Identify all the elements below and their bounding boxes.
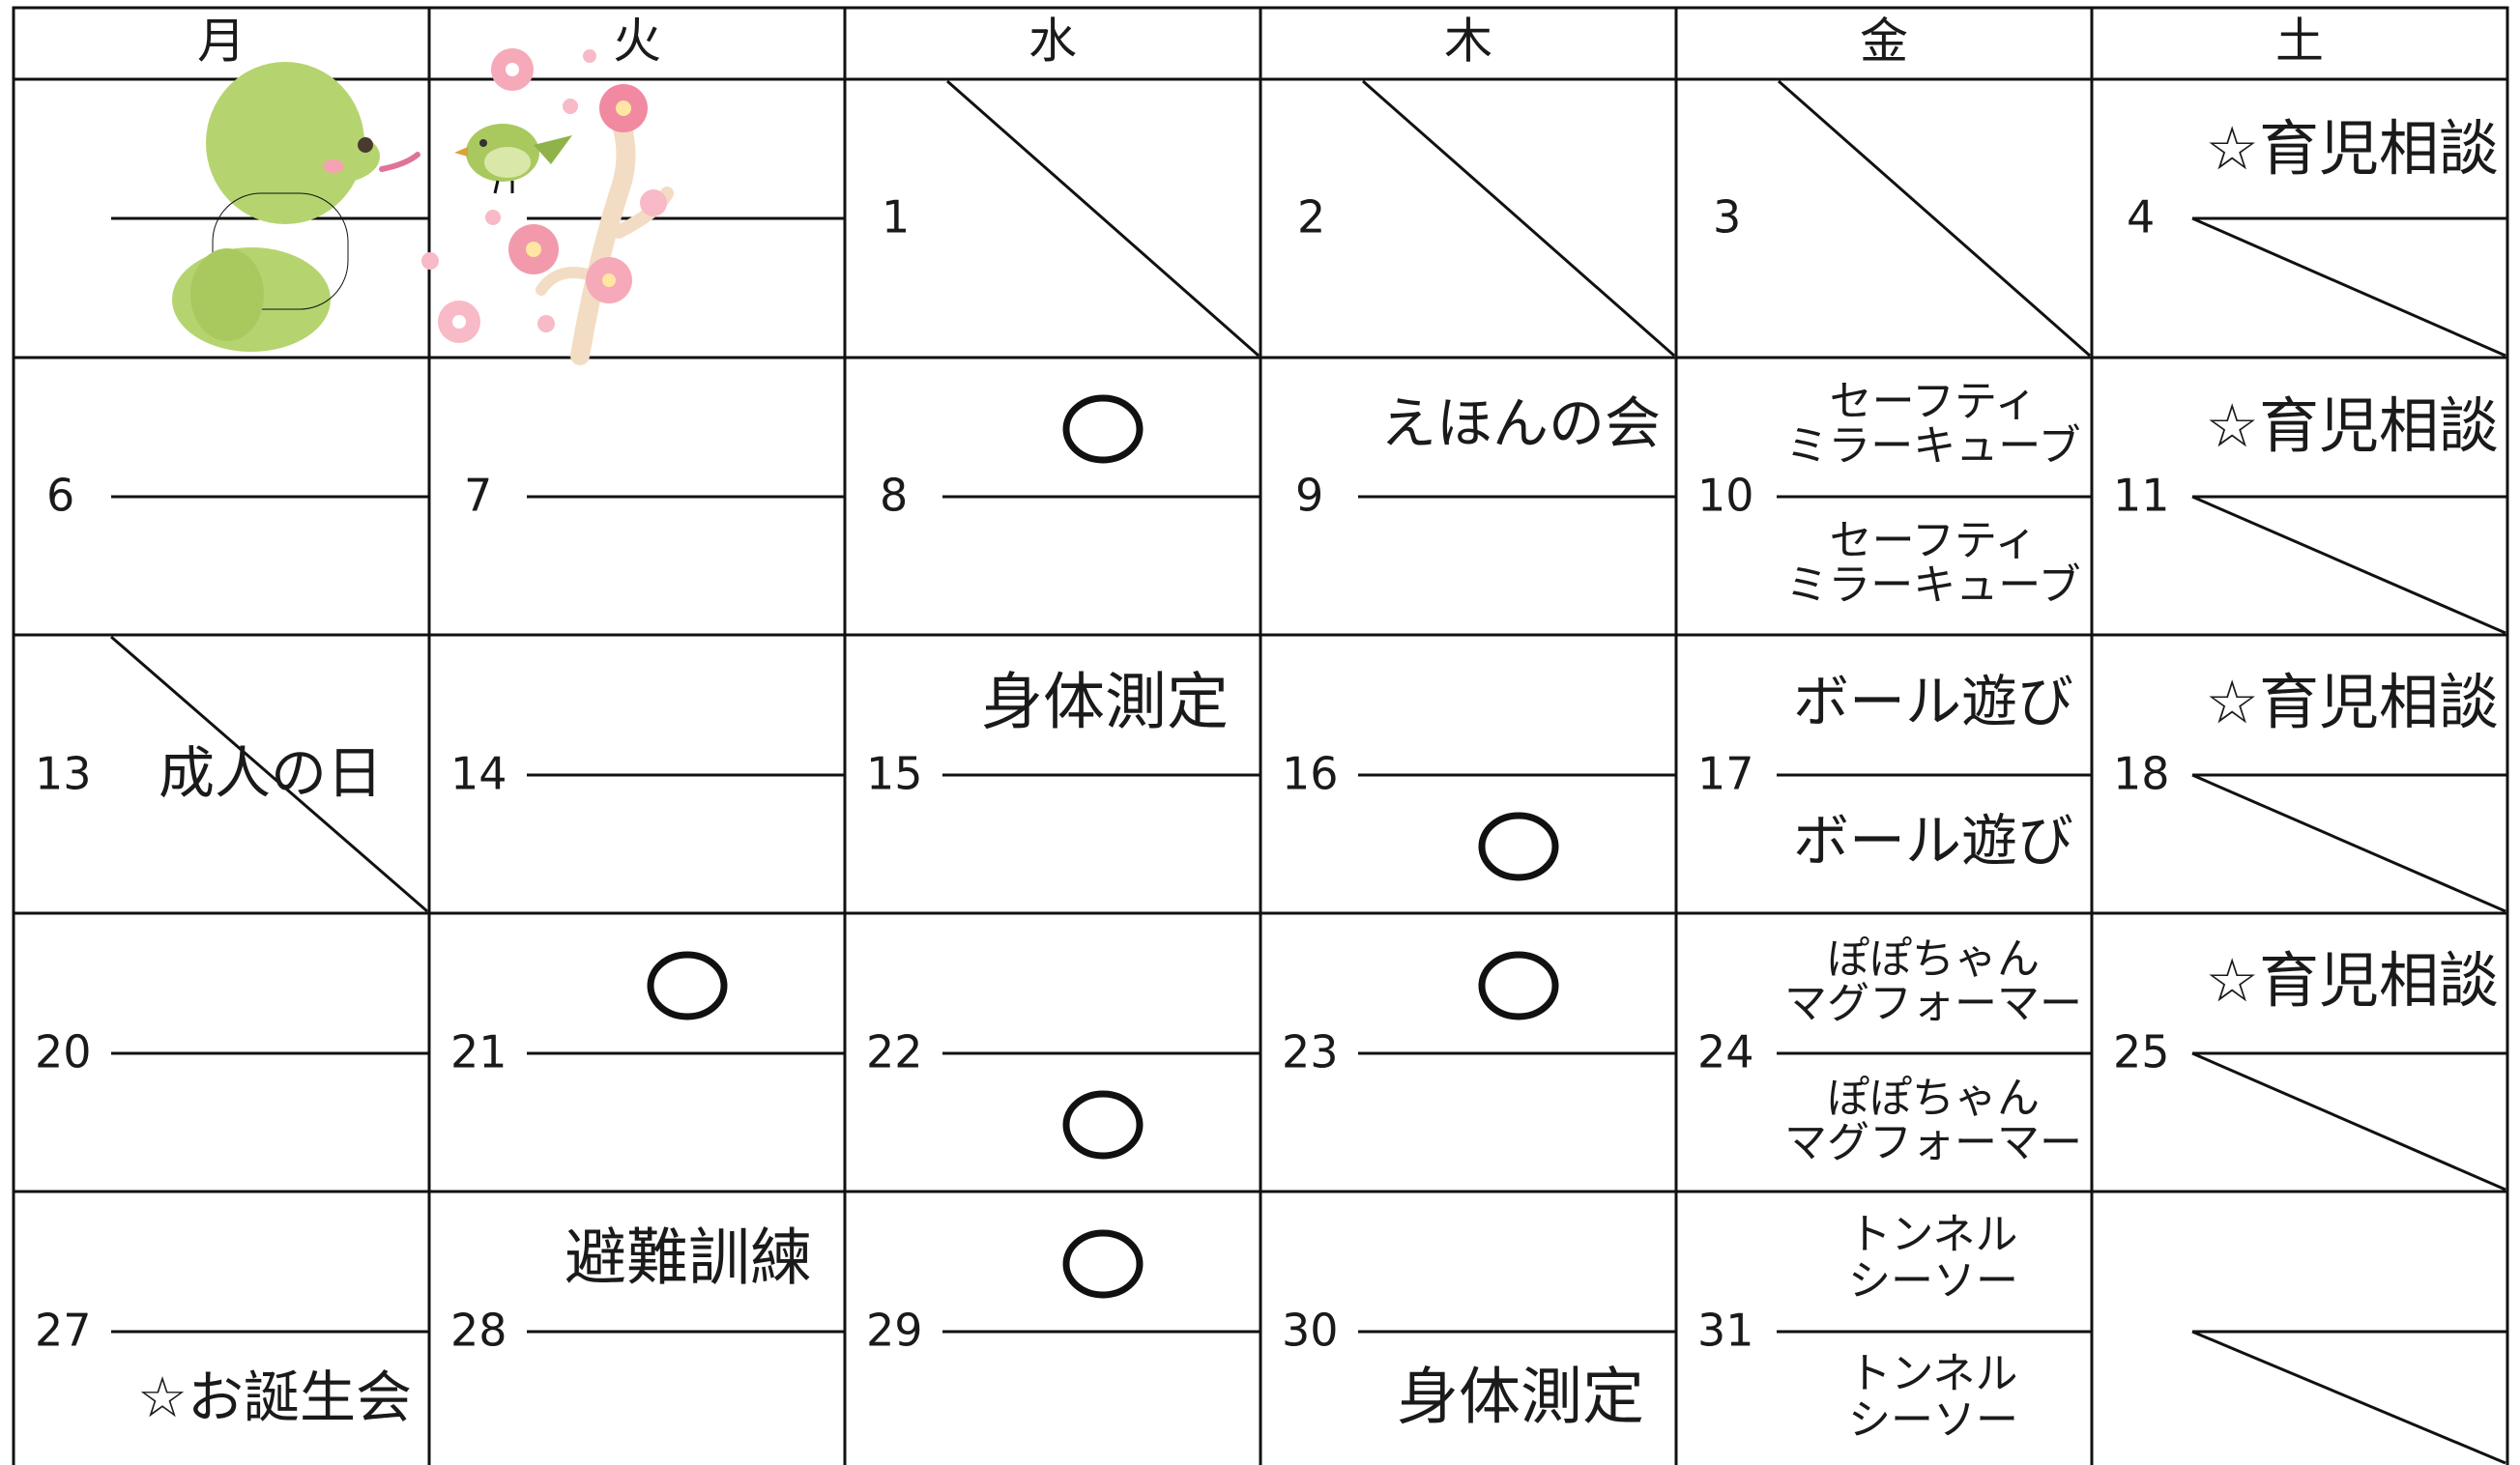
day-number: 29: [866, 1305, 923, 1357]
day-number: 14: [450, 748, 507, 800]
activity-am-line1: セーフティ: [1830, 377, 2038, 426]
day-number: 9: [1295, 470, 1323, 522]
day-number: 4: [2127, 191, 2155, 244]
day-number: 17: [1697, 748, 1754, 800]
activity-am-line1: ぽぽちゃん: [1827, 934, 2040, 984]
event-childcare-consultation: ☆育児相談: [2205, 945, 2499, 1016]
day-number: 2: [1297, 191, 1325, 244]
event-body-measurement: 身体測定: [1397, 1363, 1644, 1434]
closed-half-slash: [2191, 495, 2506, 635]
closed-day-slash: [1778, 79, 2091, 358]
activity-am-line2: ミラーキューブ: [1785, 421, 2080, 471]
day-number: 6: [46, 470, 74, 522]
activity-pm-line1: ぽぽちゃん: [1827, 1074, 2040, 1123]
closed-half-slash: [2191, 773, 2506, 913]
weekday-wed: 水: [1028, 14, 1077, 70]
day-number: 8: [880, 470, 908, 522]
event-birthday-party: ☆お誕生会: [137, 1364, 412, 1430]
event-childcare-consultation: ☆育児相談: [2205, 390, 2499, 461]
activity-pm-line2: シーソー: [1848, 1395, 2018, 1445]
closed-day-slash: [946, 79, 1260, 358]
day-number: 13: [35, 748, 92, 800]
circle-mark: [1062, 394, 1144, 464]
day-number: 27: [35, 1305, 92, 1357]
circle-mark: [647, 951, 728, 1020]
day-number: 1: [882, 191, 910, 244]
closed-day-slash: [1362, 79, 1675, 358]
activity-am-line2: シーソー: [1848, 1256, 2018, 1306]
day-number: 18: [2113, 748, 2170, 800]
day-number: 15: [866, 748, 923, 800]
holiday-slash: [110, 635, 428, 913]
activity-pm: ボール遊び: [1793, 808, 2073, 874]
weekday-tue: 火: [613, 14, 661, 70]
day-number: 24: [1697, 1026, 1754, 1078]
day-number: 10: [1697, 470, 1754, 522]
weekday-thu: 木: [1444, 14, 1492, 70]
day-number: 25: [2113, 1026, 2170, 1078]
plum-branch-illustration: [421, 48, 674, 365]
circle-mark: [1062, 1229, 1144, 1299]
event-childcare-consultation: ☆育児相談: [2205, 113, 2499, 184]
weekday-sat: 土: [2275, 14, 2324, 70]
weekday-fri: 金: [1860, 14, 1908, 70]
event-childcare-consultation: ☆育児相談: [2205, 667, 2499, 737]
activity-pm-line2: マグフォーマー: [1784, 1118, 2082, 1167]
activity-am-line1: トンネル: [1848, 1210, 2017, 1259]
circle-mark: [1478, 951, 1559, 1020]
circle-mark: [1062, 1090, 1144, 1160]
bird-icon: [454, 124, 572, 194]
day-number: 20: [35, 1026, 92, 1078]
closed-half-slash: [2191, 216, 2506, 358]
day-number: 3: [1713, 191, 1741, 244]
green-mascot-icon: [172, 62, 420, 352]
activity-pm-line2: ミラーキューブ: [1785, 560, 2080, 610]
closed-half-slash: [2191, 1330, 2506, 1465]
day-number: 11: [2113, 470, 2170, 522]
day-number: 28: [450, 1305, 507, 1357]
day-number: 7: [464, 470, 492, 522]
event-evacuation-drill: 避難訓練: [565, 1223, 812, 1295]
activity-pm-line1: トンネル: [1848, 1349, 2017, 1398]
circle-mark: [1478, 812, 1559, 881]
day-number: 31: [1697, 1305, 1754, 1357]
day-number: 23: [1282, 1026, 1339, 1078]
activity-pm-line1: セーフティ: [1830, 516, 2038, 565]
activity-am-line2: マグフォーマー: [1784, 979, 2082, 1028]
weekday-mon: 月: [197, 14, 246, 70]
day-number: 30: [1282, 1305, 1339, 1357]
event-picture-book: えほんの会: [1380, 390, 1661, 456]
activity-am: ボール遊び: [1793, 669, 2073, 734]
event-body-measurement: 身体測定: [981, 668, 1229, 739]
holiday-label: 成人の日: [159, 740, 383, 806]
day-number: 22: [866, 1026, 923, 1078]
closed-half-slash: [2191, 1051, 2506, 1192]
day-number: 16: [1282, 748, 1339, 800]
day-number: 21: [450, 1026, 507, 1078]
